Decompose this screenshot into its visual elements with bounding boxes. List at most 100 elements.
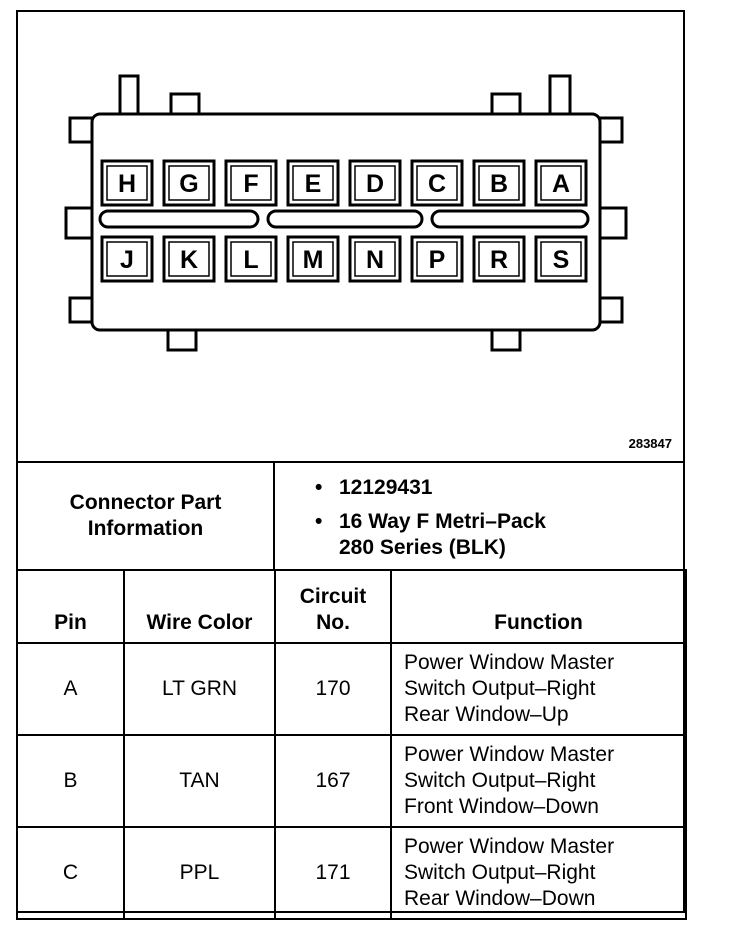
pin-cavity-l: L bbox=[224, 235, 278, 283]
function-line: Power Window Master bbox=[404, 835, 615, 858]
description-line: 16 Way F Metri–Pack bbox=[339, 510, 546, 533]
pin-cavity-inner bbox=[106, 241, 148, 277]
pin-cavity-inner bbox=[416, 165, 458, 201]
function-line: Power Window Master bbox=[404, 651, 615, 674]
pin-cavity-d: D bbox=[348, 159, 402, 207]
pin-cavity-b: B bbox=[472, 159, 526, 207]
pin-label-top: D bbox=[366, 170, 384, 198]
cell-function: Power Window Master Switch Output–Right … bbox=[390, 734, 687, 828]
pin-cavity-inner bbox=[230, 241, 272, 277]
function-line: Front Window–Down bbox=[404, 795, 599, 818]
pin-cavity-inner bbox=[168, 165, 210, 201]
cell-circuit: 171 bbox=[274, 826, 392, 920]
pin-cavity-a: A bbox=[534, 159, 588, 207]
pin-label-top: F bbox=[243, 170, 258, 198]
function-line: Rear Window–Down bbox=[404, 887, 596, 910]
pin-cavity-outline bbox=[534, 159, 588, 207]
cell-wire-color: TAN bbox=[123, 734, 276, 828]
connector-info-values: • 12129431 • 16 Way F Metri–Pack 280 Ser… bbox=[273, 461, 685, 571]
pin-cavity-inner bbox=[540, 165, 582, 201]
table-row: A LT GRN 170 Power Window Master Switch … bbox=[16, 642, 687, 736]
table-row: B TAN 167 Power Window Master Switch Out… bbox=[16, 734, 687, 828]
pin-cavity-inner bbox=[540, 241, 582, 277]
header-circuit-line: Circuit bbox=[299, 585, 367, 608]
pin-label-top: B bbox=[490, 170, 508, 198]
header-wire-color: Wire Color bbox=[123, 569, 276, 644]
pin-table-header: Pin Wire Color Circuit No. Function bbox=[16, 569, 687, 644]
pin-cavity-h: H bbox=[100, 159, 154, 207]
table-row: C PPL 171 Power Window Master Switch Out… bbox=[16, 826, 687, 920]
pin-label-bottom: L bbox=[243, 246, 258, 274]
pin-label-top: G bbox=[179, 170, 198, 198]
header-circuit: Circuit No. bbox=[274, 569, 392, 644]
part-number-item: • 12129431 bbox=[275, 475, 683, 501]
pin-cavity-f: F bbox=[224, 159, 278, 207]
cell-function: Power Window Master Switch Output–Right … bbox=[390, 826, 687, 920]
pin-label-bottom: P bbox=[429, 246, 446, 274]
pin-cavity-k: K bbox=[162, 235, 216, 283]
pin-label-top: A bbox=[552, 170, 570, 198]
pin-label-bottom: J bbox=[120, 246, 134, 274]
function-line: Switch Output–Right bbox=[404, 861, 596, 884]
pin-cavity-outline bbox=[286, 235, 340, 283]
cell-wire-color: LT GRN bbox=[123, 642, 276, 736]
pin-cavity-s: S bbox=[534, 235, 588, 283]
pin-cavity-outline bbox=[100, 159, 154, 207]
pin-label-top: H bbox=[118, 170, 136, 198]
description-line: 280 Series (BLK) bbox=[339, 536, 506, 559]
pin-label-bottom: N bbox=[366, 246, 384, 274]
pin-cavity-c: C bbox=[410, 159, 464, 207]
pin-table: Pin Wire Color Circuit No. Function A LT… bbox=[16, 569, 687, 920]
separator-bar bbox=[430, 209, 590, 229]
pin-cavity-inner bbox=[416, 241, 458, 277]
pin-label-bottom: K bbox=[180, 246, 198, 274]
pin-cavity-e: E bbox=[286, 159, 340, 207]
pin-cavity-outline bbox=[472, 159, 526, 207]
cell-circuit: 167 bbox=[274, 734, 392, 828]
function-line: Switch Output–Right bbox=[404, 769, 596, 792]
function-line: Switch Output–Right bbox=[404, 677, 596, 700]
part-number: 12129431 bbox=[339, 476, 433, 499]
pin-cavity-inner bbox=[168, 241, 210, 277]
pin-label-top: C bbox=[428, 170, 446, 198]
pin-cavity-outline bbox=[534, 235, 588, 283]
pin-cavity-inner bbox=[478, 165, 520, 201]
cell-wire-color: PPL bbox=[123, 826, 276, 920]
pin-cavity-j: J bbox=[100, 235, 154, 283]
function-line: Power Window Master bbox=[404, 743, 615, 766]
pin-cavity-inner bbox=[292, 241, 334, 277]
pin-cavity-inner bbox=[478, 241, 520, 277]
cell-function: Power Window Master Switch Output–Right … bbox=[390, 642, 687, 736]
cell-pin: B bbox=[16, 734, 125, 828]
connector-tab bbox=[68, 116, 96, 144]
pin-cavity-inner bbox=[106, 165, 148, 201]
connector-tab bbox=[596, 296, 624, 324]
pin-cavity-outline bbox=[410, 159, 464, 207]
pin-cavity-outline bbox=[472, 235, 526, 283]
connector-latch bbox=[118, 74, 140, 116]
pin-label-bottom: R bbox=[490, 246, 508, 274]
pin-cavity-outline bbox=[224, 235, 278, 283]
pin-cavity-inner bbox=[230, 165, 272, 201]
separator-bar bbox=[266, 209, 424, 229]
cell-pin: A bbox=[16, 642, 125, 736]
pin-cavity-r: R bbox=[472, 235, 526, 283]
pin-cavity-p: P bbox=[410, 235, 464, 283]
pin-cavity-outline bbox=[286, 159, 340, 207]
connector-info-label-line: Connector Part bbox=[69, 491, 222, 514]
description-item: • 16 Way F Metri–Pack 280 Series (BLK) bbox=[275, 509, 683, 561]
header-function: Function bbox=[390, 569, 687, 644]
figure-number: 283847 bbox=[628, 436, 672, 451]
bullet: • bbox=[315, 476, 323, 499]
pin-cavity-inner bbox=[354, 165, 396, 201]
connector-latch bbox=[548, 74, 572, 116]
pin-cavity-outline bbox=[348, 159, 402, 207]
connector-info-label-line: Information bbox=[87, 517, 204, 540]
pin-label-top: E bbox=[305, 170, 322, 198]
bullet: • bbox=[315, 510, 323, 533]
pin-label-bottom: M bbox=[303, 246, 324, 274]
pin-cavity-outline bbox=[162, 235, 216, 283]
separator-bar bbox=[98, 209, 260, 229]
connector-tab bbox=[68, 296, 96, 324]
pin-cavity-inner bbox=[292, 165, 334, 201]
